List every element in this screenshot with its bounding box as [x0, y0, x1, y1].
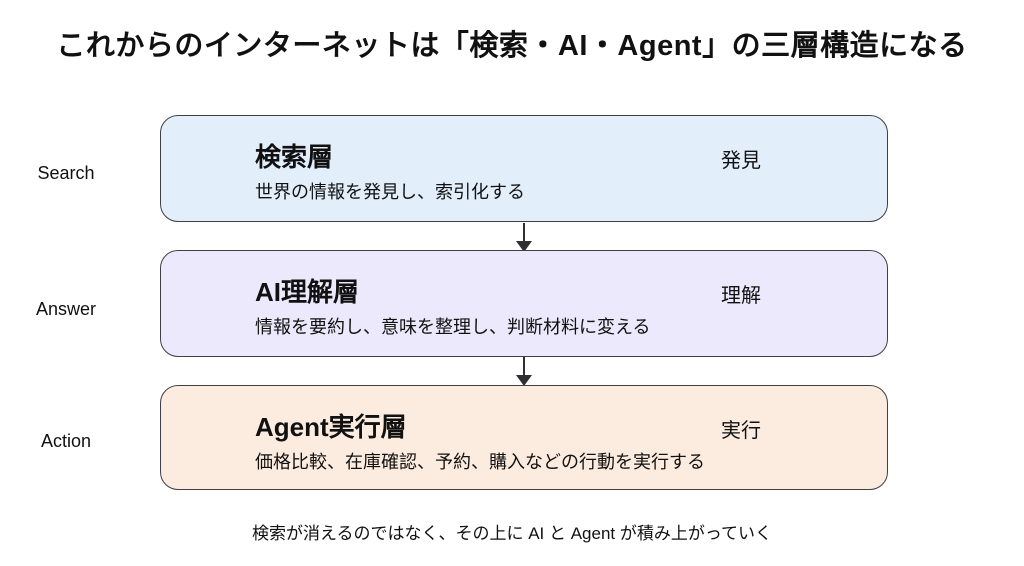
layer-tag-discovery: 発見 [721, 150, 761, 172]
layer-description-agent: 価格比較、在庫確認、予約、購入などの行動を実行する [255, 452, 705, 472]
layer-tag-understanding: 理解 [721, 285, 761, 307]
layer-description-ai: 情報を要約し、意味を整理し、判断材料に変える [255, 317, 651, 337]
side-label-search: Search [37, 163, 95, 183]
down-arrow-icon [515, 223, 533, 252]
layer-heading-agent: Agent実行層 [255, 412, 407, 442]
layer-box-agent: Agent実行層 実行 価格比較、在庫確認、予約、購入などの行動を実行する [160, 385, 888, 490]
footnote: 検索が消えるのではなく、その上に AI と Agent が積み上がっていく [251, 524, 773, 543]
layer-tag-execution: 実行 [721, 420, 761, 442]
arrow-head [516, 241, 532, 252]
arrow-head [516, 375, 532, 386]
side-label-answer: Answer [35, 299, 97, 319]
layer-description-search: 世界の情報を発見し、索引化する [255, 182, 525, 202]
layer-heading-search: 検索層 [255, 142, 334, 172]
slide-title: これからのインターネットは「検索・AI・Agent」の三層構造になる [56, 30, 968, 62]
arrow-shaft [523, 357, 525, 376]
arrow-shaft [523, 223, 525, 242]
side-label-action: Action [40, 431, 92, 451]
layer-box-search: 検索層 発見 世界の情報を発見し、索引化する [160, 115, 888, 222]
layer-box-ai: AI理解層 理解 情報を要約し、意味を整理し、判断材料に変える [160, 250, 888, 357]
down-arrow-icon [515, 357, 533, 386]
layer-heading-ai: AI理解層 [255, 277, 360, 307]
